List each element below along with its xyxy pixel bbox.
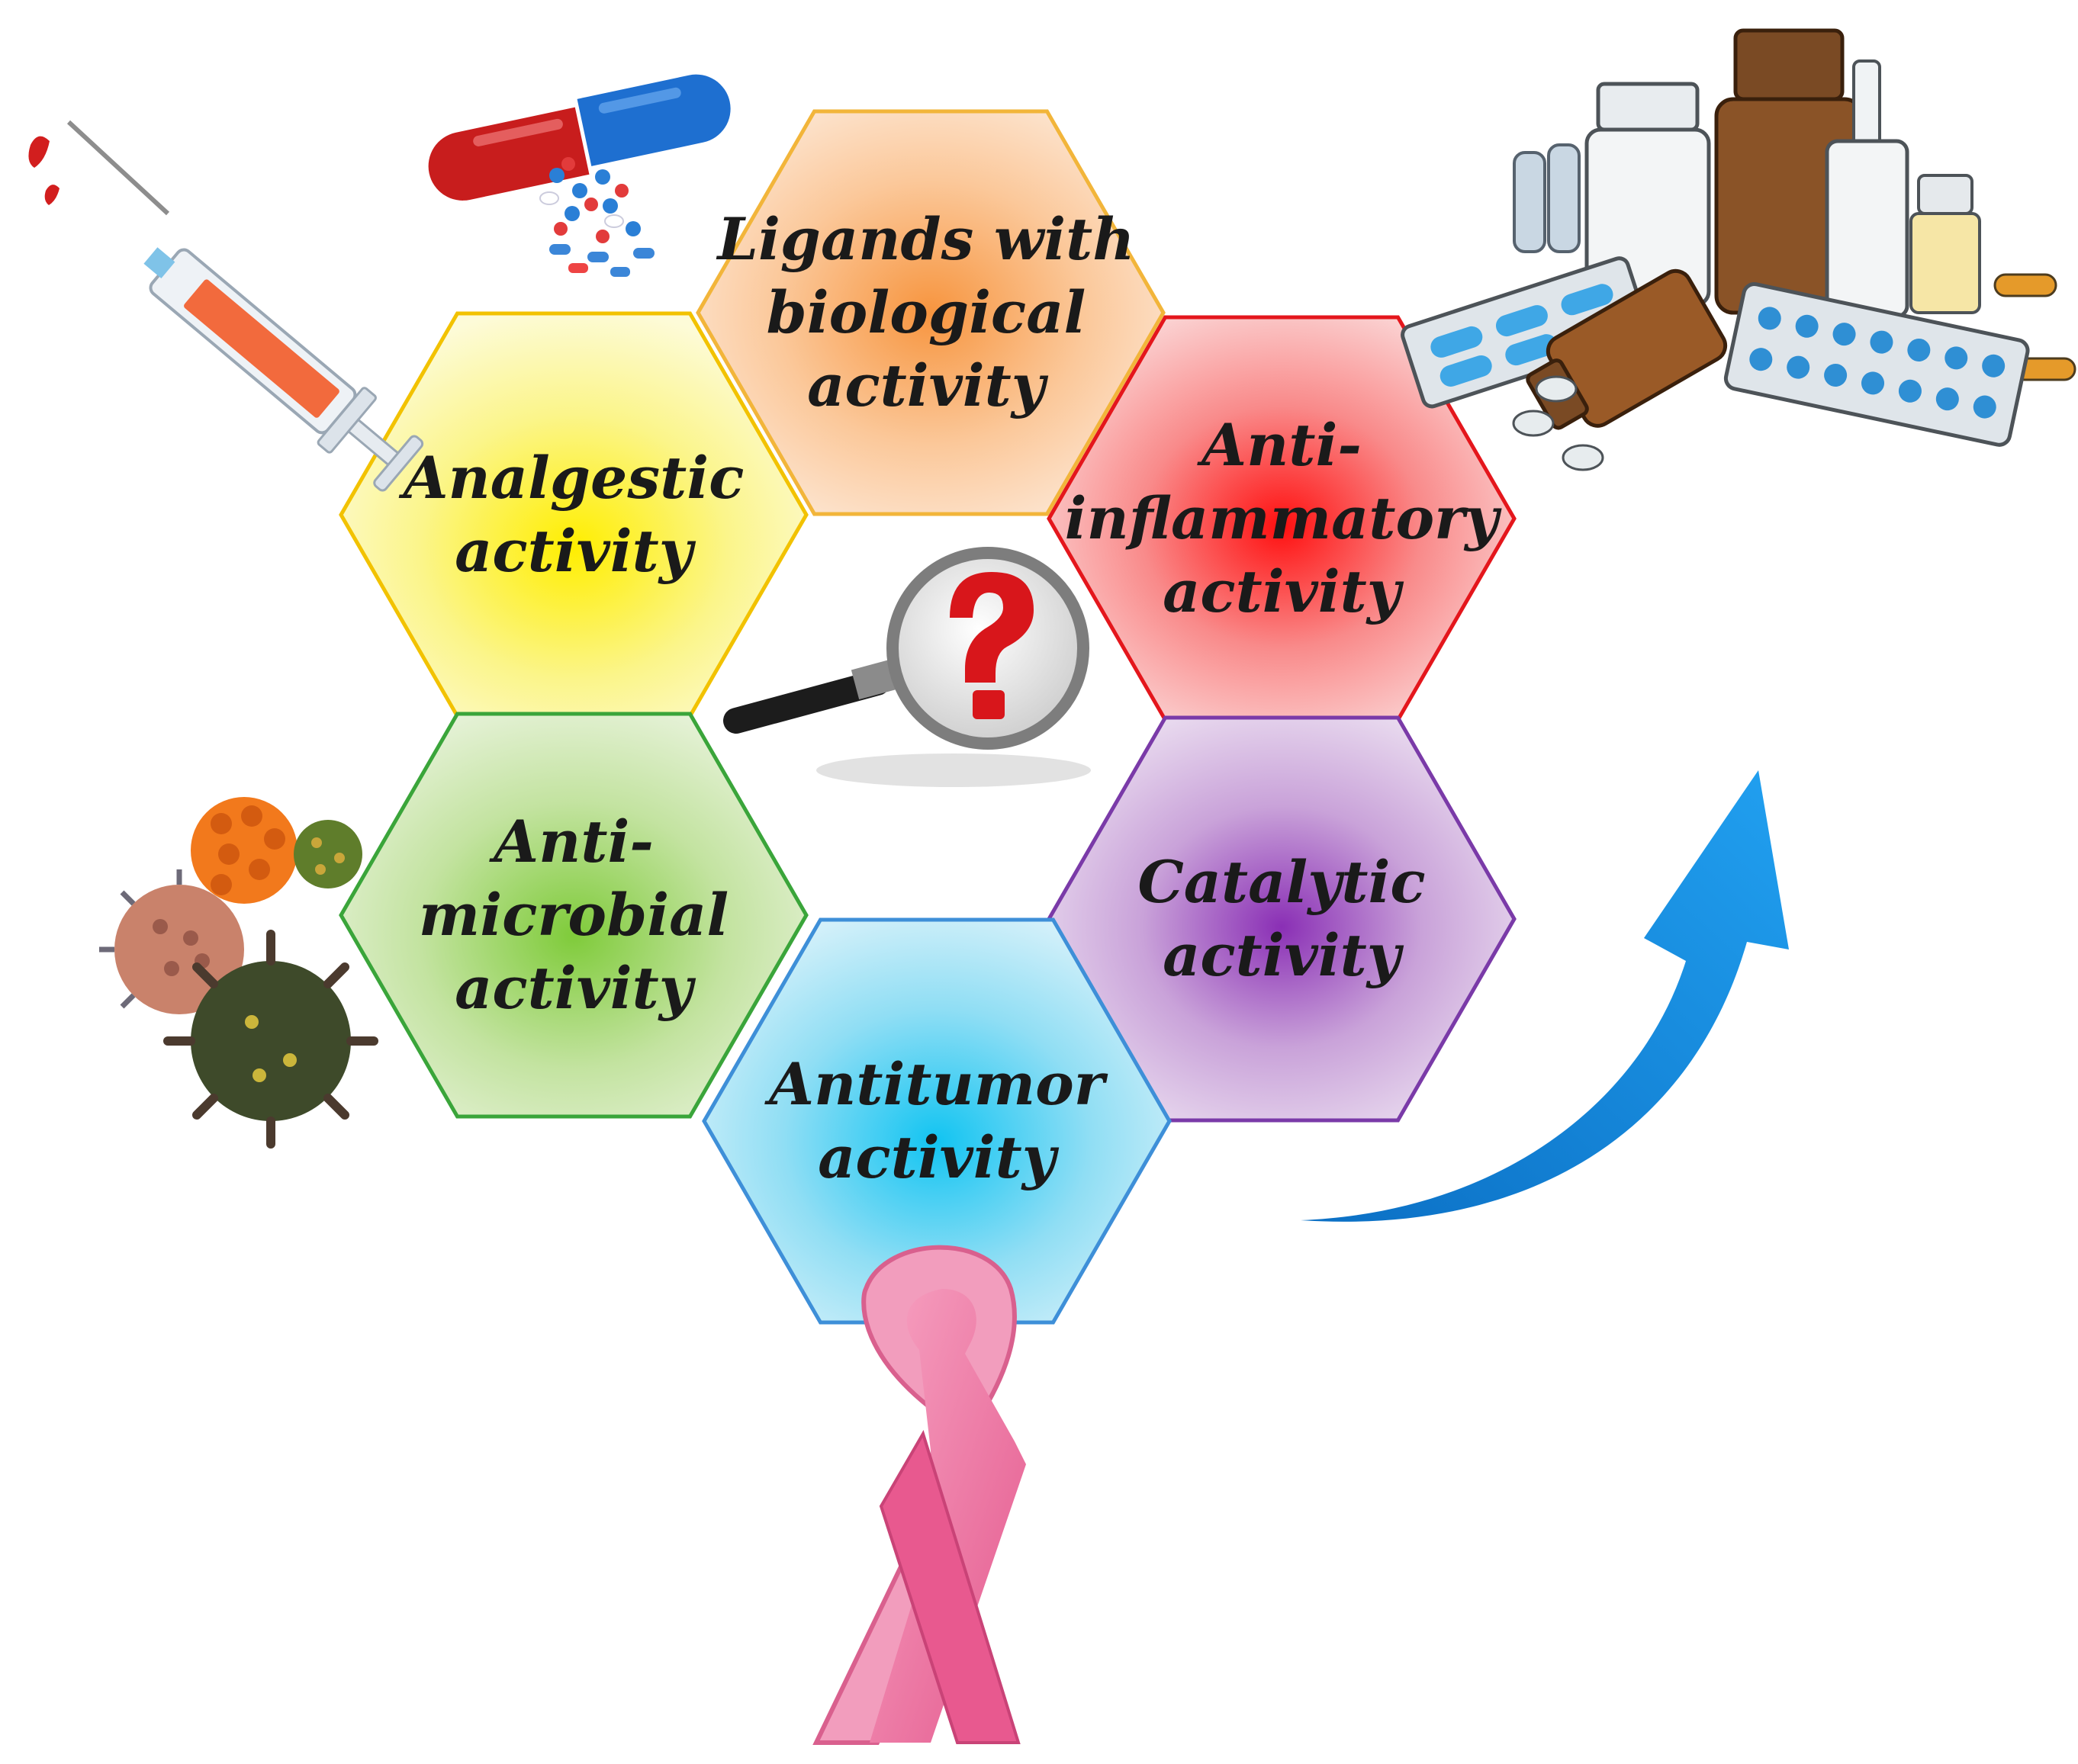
hexagon-label-ligands-line-3: activity bbox=[807, 352, 1049, 419]
hexagon-label-anti-inflammatory-line-2: inflammatory bbox=[1065, 484, 1503, 552]
hexagon-group: Ligands withbiologicalactivityAnalgestic… bbox=[339, 109, 1517, 1325]
hexagon-label-catalytic-line-1: Catalytic bbox=[1137, 848, 1425, 916]
hexagon-label-analgesic-line-1: Analgestic bbox=[399, 444, 745, 512]
microbes-icon bbox=[99, 797, 378, 1149]
hexagon-label-antitumor-line-1: Antitumor bbox=[764, 1050, 1108, 1118]
hexagon-label-ligands-line-2: biological bbox=[767, 278, 1086, 346]
hexagon-shape-anti-microbial bbox=[339, 712, 809, 1119]
hexagon-label-anti-microbial-line-2: microbial bbox=[419, 881, 729, 949]
medicine-bottles-icon bbox=[1401, 28, 2076, 471]
pink-ribbon-icon bbox=[812, 1245, 1026, 1745]
hexagon-label-anti-microbial-line-1: Anti- bbox=[489, 808, 654, 876]
hexagon-label-antitumor-line-2: activity bbox=[818, 1123, 1060, 1191]
hexagon-label-ligands-line-1: Ligands with bbox=[716, 205, 1135, 273]
magnifying-glass-question-icon bbox=[723, 547, 1091, 787]
hexagon-label-analgesic-line-2: activity bbox=[455, 517, 696, 585]
hexagon-label-anti-inflammatory-line-1: Anti- bbox=[1197, 411, 1362, 479]
hexagon-label-anti-inflammatory-line-3: activity bbox=[1163, 557, 1404, 625]
capsule-icon bbox=[428, 74, 731, 277]
hexagon-shape-antitumor bbox=[702, 917, 1172, 1325]
hexagon-label-catalytic-line-2: activity bbox=[1163, 921, 1404, 989]
hexagon-label-anti-microbial-line-3: activity bbox=[455, 954, 696, 1022]
hexagon-shape-ligands bbox=[696, 109, 1166, 516]
syringe-icon bbox=[28, 120, 424, 492]
upward-arrow-icon bbox=[1301, 770, 1789, 1222]
